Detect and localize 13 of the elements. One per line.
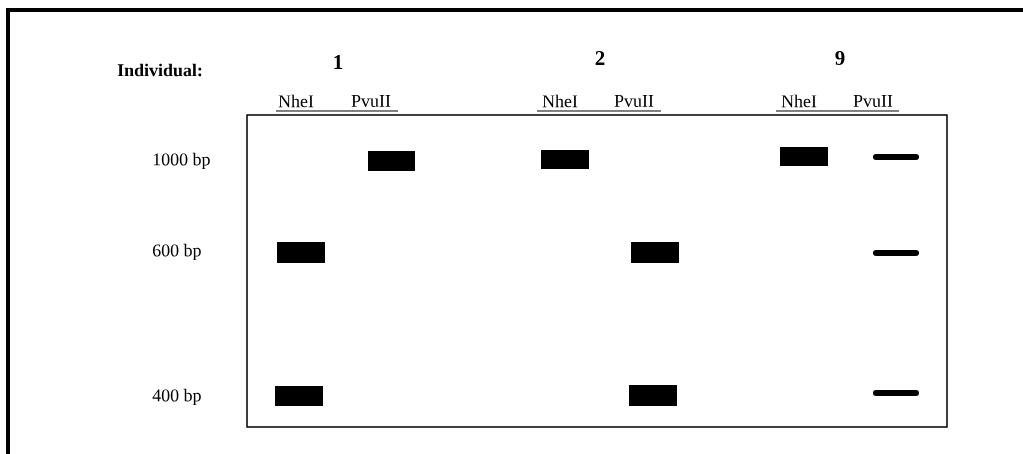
enzyme-label: NheI bbox=[278, 94, 314, 108]
size-label: 1000 bp bbox=[153, 152, 210, 170]
lane-number: 1 bbox=[334, 55, 343, 69]
enzyme-label: NheI bbox=[542, 94, 578, 108]
enzyme-label: NheI bbox=[781, 94, 817, 108]
individual-label: Individual: bbox=[117, 63, 202, 77]
lane-number: 9 bbox=[835, 50, 845, 65]
enzyme-label: PvuII bbox=[853, 95, 893, 107]
enzyme-label: PvuII bbox=[351, 95, 391, 107]
enzyme-label: PvuII bbox=[614, 95, 654, 107]
size-label: 600 bp bbox=[152, 243, 201, 261]
lane-number: 2 bbox=[595, 51, 605, 65]
size-label: 400 bp bbox=[152, 388, 201, 406]
